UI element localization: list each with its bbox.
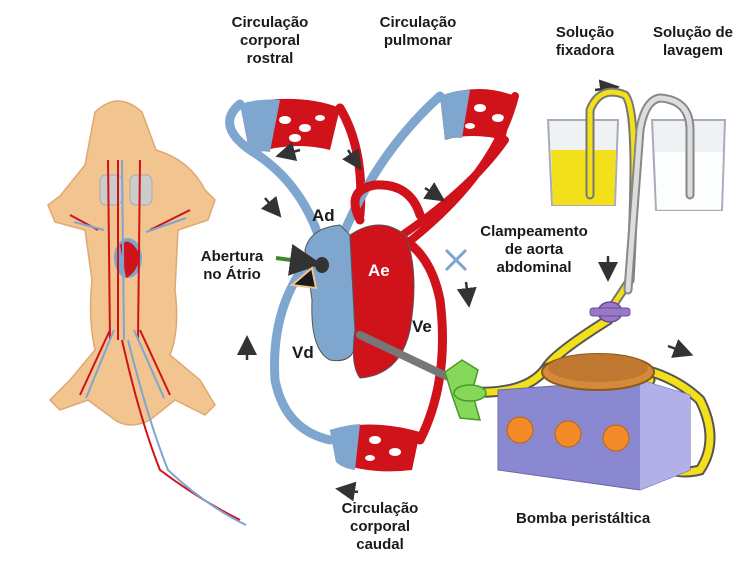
cannula-connector [445,360,486,420]
aorta-clamp-marker [446,250,466,270]
caudal-capillary-bed [330,424,420,471]
rostral-capillary-bed [240,99,340,155]
pump-knob-1[interactable] [507,417,533,443]
three-way-valve[interactable] [590,302,630,322]
pump-knob-2[interactable] [555,421,581,447]
pump-knob-3[interactable] [603,425,629,451]
label-left-ventricle: Ve [412,318,432,336]
label-right-ventricle: Vd [292,344,314,362]
fixative-beaker [548,120,618,205]
label-right-atrium: Ad [312,207,335,225]
label-peristaltic-pump: Bomba peristáltica [516,510,650,528]
label-left-atrium: Ae [368,262,390,280]
rat-body-illustration [48,101,246,525]
